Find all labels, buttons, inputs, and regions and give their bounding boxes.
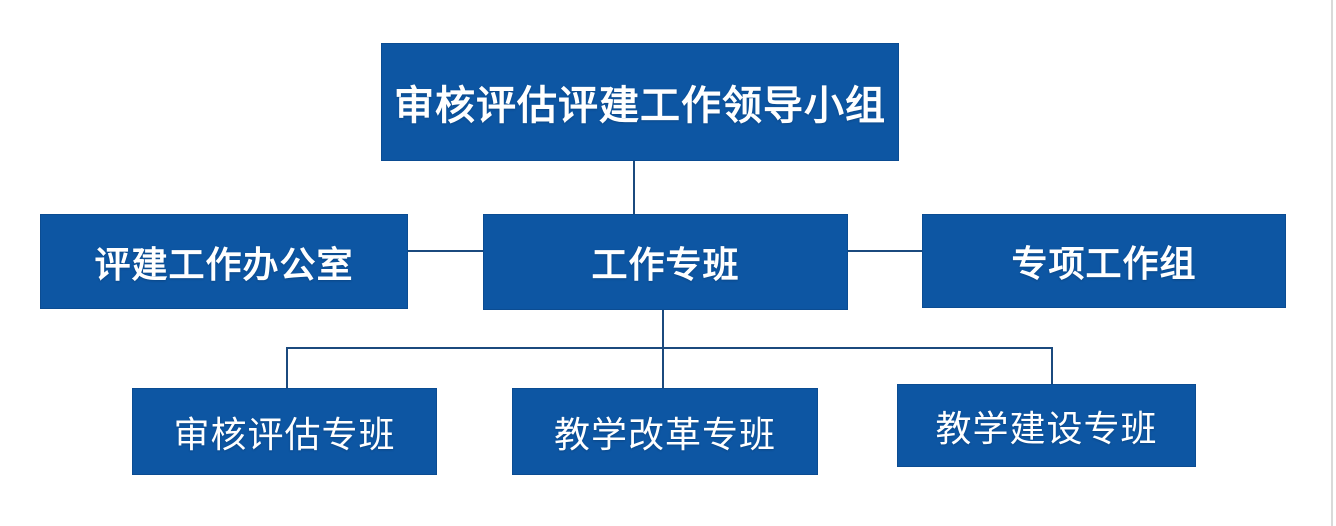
org-node-special-workgroup: 专项工作组 [922, 214, 1286, 308]
page-edge-line [1331, 0, 1333, 526]
org-node-teaching-construction-team: 教学建设专班 [897, 384, 1196, 467]
connector-drop-reform [662, 347, 664, 388]
connector-branch-horizontal [286, 347, 1053, 349]
org-node-teaching-reform-team: 教学改革专班 [512, 388, 818, 475]
org-node-work-taskforce: 工作专班 [483, 214, 848, 310]
org-node-evaluation-office: 评建工作办公室 [40, 214, 408, 309]
connector-taskforce-down [662, 310, 664, 348]
org-node-audit-evaluation-team: 审核评估专班 [132, 388, 437, 475]
connector-drop-build [1051, 347, 1053, 384]
connector-taskforce-to-special [848, 250, 922, 252]
connector-office-to-taskforce [408, 250, 483, 252]
org-node-leadership-group: 审核评估评建工作领导小组 [381, 43, 899, 161]
connector-drop-audit [286, 347, 288, 388]
connector-root-to-taskforce [633, 161, 635, 214]
